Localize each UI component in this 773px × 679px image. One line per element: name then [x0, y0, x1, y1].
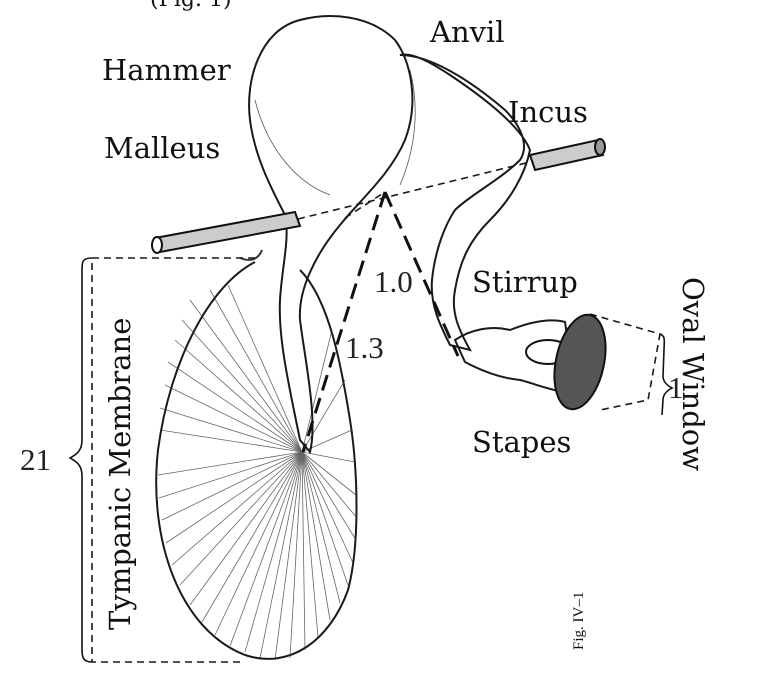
incus-drawing — [399, 53, 532, 352]
label-stirrup: Stirrup — [472, 265, 578, 299]
ratio-tympanic: 21 — [20, 442, 51, 477]
lever-lines — [301, 191, 460, 453]
ratio-oval: 1 — [668, 370, 684, 405]
label-hammer: Hammer — [102, 53, 231, 87]
stapes-drawing — [453, 313, 607, 411]
lever-arm-short: 1.0 — [374, 264, 413, 299]
label-anvil: Anvil — [429, 15, 505, 49]
figure-caption: Fig. IV–1 — [571, 592, 587, 650]
axis-rod — [151, 138, 606, 254]
label-malleus: Malleus — [104, 131, 220, 165]
top-partial-caption: (Fig. 1) — [150, 0, 232, 12]
malleus-drawing — [239, 15, 414, 455]
label-incus: Incus — [508, 95, 588, 129]
label-stapes: Stapes — [472, 425, 571, 459]
tympanic-membrane-drawing — [155, 261, 358, 661]
label-tympanic-membrane: Tympanic Membrane — [103, 318, 137, 630]
label-oval-window: Oval Window — [676, 277, 710, 471]
lever-arm-long: 1.3 — [345, 330, 384, 365]
oval-window-bracket — [589, 313, 674, 416]
tympanic-bracket — [68, 257, 255, 663]
